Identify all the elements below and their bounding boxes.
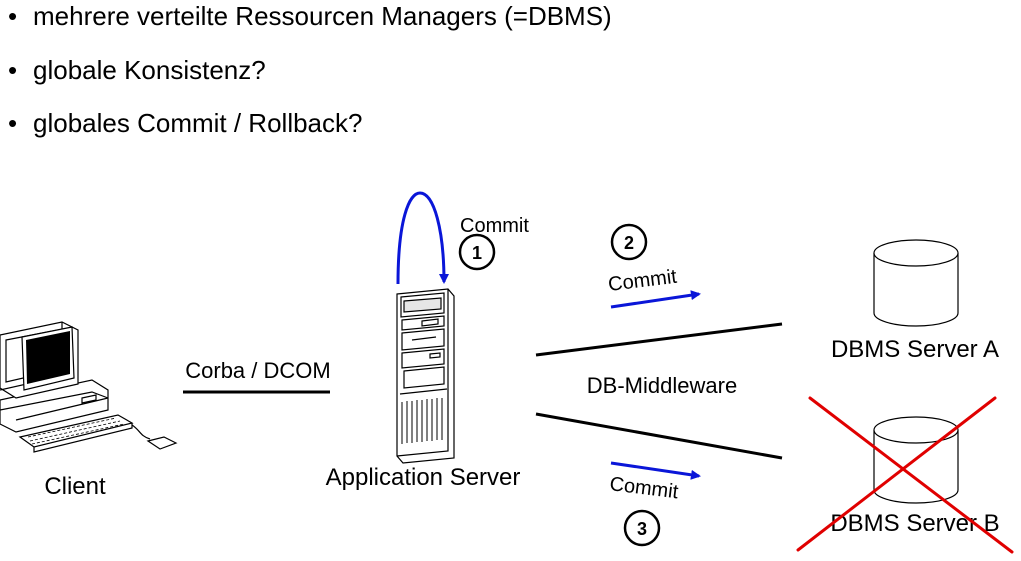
step-3-badge: 3 [623, 509, 661, 547]
bullet-text: globale Konsistenz? [33, 55, 266, 85]
bullet-item: • mehrere verteilte Ressourcen Managers (… [8, 1, 612, 31]
middleware-line-to-a [535, 322, 783, 357]
step-2-commit-arrow [610, 290, 701, 309]
step-3-commit-arrow [610, 461, 701, 480]
commit-loop-arrow [396, 191, 449, 285]
bullet-marker: • [8, 55, 18, 85]
step-1-number: 1 [472, 243, 482, 263]
bullet-text: mehrere verteilte Ressourcen Managers (=… [33, 1, 612, 31]
client-computer-icon [0, 321, 178, 453]
step-3-commit-label: Commit [608, 473, 679, 503]
protocol-label: Corba / DCOM [185, 358, 330, 383]
app-server-label: Application Server [326, 464, 521, 491]
server-tower-icon [396, 288, 455, 464]
client-label: Client [44, 473, 106, 500]
bullet-text: globales Commit / Rollback? [33, 108, 363, 138]
database-a-icon [873, 239, 959, 327]
database-b-icon [873, 416, 959, 504]
step-2-number: 2 [624, 233, 634, 253]
middleware-label: DB-Middleware [587, 373, 737, 398]
bullet-item: • globales Commit / Rollback? [8, 108, 612, 138]
bullet-marker: • [8, 108, 18, 138]
middleware-line-to-b [535, 412, 783, 460]
server-a-label: DBMS Server A [831, 336, 999, 363]
server-b-label: DBMS Server B [830, 510, 999, 537]
bullet-item: • globale Konsistenz? [8, 55, 612, 85]
bullet-list: • mehrere verteilte Ressourcen Managers (… [8, 0, 612, 138]
step-1-commit-label: Commit [460, 215, 529, 237]
step-1-badge: 1 [458, 233, 496, 271]
bullet-marker: • [8, 1, 18, 31]
step-2-badge: 2 [610, 223, 648, 261]
step-3-number: 3 [637, 519, 647, 539]
failure-cross-icon [796, 396, 1014, 554]
step-2-commit-label: Commit [607, 266, 678, 296]
